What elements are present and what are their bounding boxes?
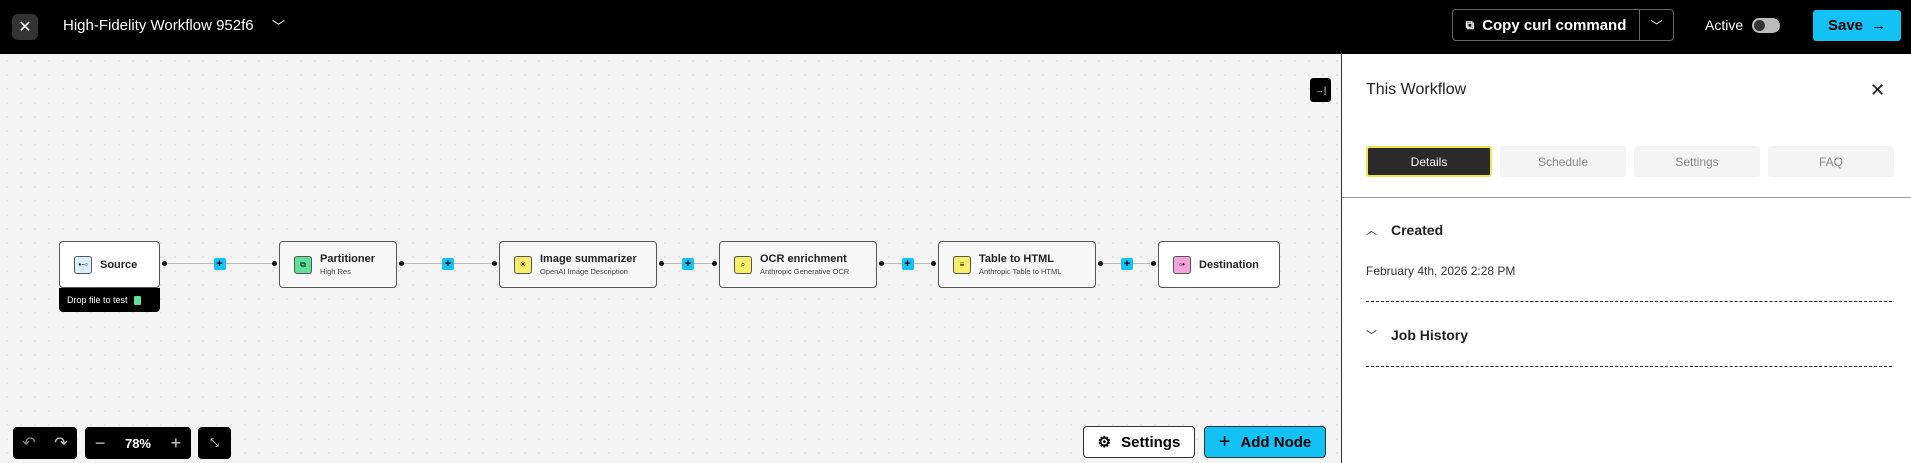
node-handle[interactable] <box>931 261 936 266</box>
table-icon: ≡ <box>953 255 971 274</box>
node-table-to-html[interactable]: ≡ Table to HTML Anthropic Table to HTML <box>938 241 1096 288</box>
tab-faq[interactable]: FAQ <box>1768 146 1894 177</box>
fit-view-button[interactable]: ⤡ <box>198 427 231 459</box>
node-title: Destination <box>1199 258 1259 271</box>
node-handle[interactable] <box>659 261 664 266</box>
copy-curl-group: ⧉ Copy curl command ﹀ <box>1452 9 1674 41</box>
panel-divider <box>1341 54 1342 463</box>
node-subtitle: OpenAI Image Description <box>540 267 628 276</box>
canvas-settings-button[interactable]: ⚙ Settings <box>1083 426 1195 458</box>
workflow-canvas[interactable] <box>0 54 1341 463</box>
insert-node-button[interactable]: + <box>901 258 914 270</box>
node-handle[interactable] <box>162 261 167 266</box>
section-created[interactable]: ︿ Created <box>1366 222 1443 238</box>
destination-icon: ▫• <box>1173 255 1191 274</box>
active-toggle[interactable] <box>1752 18 1780 33</box>
node-text: Table to HTML Anthropic Table to HTML <box>979 253 1061 276</box>
node-handle[interactable] <box>1151 261 1156 266</box>
node-handle[interactable] <box>1098 261 1103 266</box>
node-handle[interactable] <box>272 261 277 266</box>
arrow-right-icon: → <box>1871 17 1887 34</box>
chevron-down-icon[interactable]: ﹀ <box>272 19 286 34</box>
section-separator <box>1366 301 1892 302</box>
panel-title: This Workflow <box>1366 81 1467 98</box>
node-handle[interactable] <box>492 261 497 266</box>
zoom-controls: − 78% + <box>85 427 191 459</box>
node-title: Source <box>100 258 138 271</box>
insert-node-button[interactable]: + <box>442 258 454 270</box>
tab-schedule[interactable]: Schedule <box>1500 146 1626 177</box>
copy-curl-button[interactable]: ⧉ Copy curl command <box>1453 10 1640 40</box>
panel-divider-line <box>1342 197 1911 198</box>
section-job-history[interactable]: ﹀ Job History <box>1366 327 1468 343</box>
node-text: Source <box>100 259 137 271</box>
node-subtitle: High Res <box>320 267 351 276</box>
node-subtitle: Anthropic Generative OCR <box>760 267 850 276</box>
save-label: Save <box>1827 17 1864 34</box>
top-bar: ✕ High-Fidelity Workflow 952f6 ﹀ ⧉ Copy c… <box>0 0 1911 54</box>
insert-node-button[interactable]: + <box>213 258 226 270</box>
drop-file-zone[interactable]: Drop file to test <box>59 288 160 312</box>
node-title: Image summarizer <box>540 253 637 265</box>
node-title: OCR enrichment <box>760 253 847 265</box>
section-separator <box>1366 366 1892 367</box>
node-handle[interactable] <box>712 261 717 266</box>
save-button[interactable]: Save → <box>1813 10 1901 41</box>
source-icon: ⇠▫ <box>74 255 92 274</box>
add-node-label: Add Node <box>1240 433 1312 451</box>
details-panel <box>1342 54 1911 463</box>
node-title: Table to HTML <box>979 253 1054 265</box>
drop-file-label: Drop file to test <box>67 295 128 305</box>
redo-icon[interactable]: ↷ <box>54 435 68 452</box>
close-workflow-button[interactable]: ✕ <box>12 14 38 40</box>
insert-node-button[interactable]: + <box>682 258 694 270</box>
created-date: February 4th, 2026 2:28 PM <box>1366 264 1516 278</box>
node-destination[interactable]: ▫• Destination <box>1158 241 1280 288</box>
zoom-out-icon[interactable]: − <box>94 432 106 453</box>
gear-icon: ⚙ <box>1097 434 1112 451</box>
add-node-button[interactable]: + Add Node <box>1204 426 1326 458</box>
close-panel-icon[interactable]: ✕ <box>1870 80 1886 100</box>
settings-label: Settings <box>1121 433 1181 451</box>
workflow-title[interactable]: High-Fidelity Workflow 952f6 <box>63 17 254 34</box>
collapse-right-icon: →| <box>1314 85 1327 95</box>
chevron-down-icon: ﹀ <box>1650 18 1663 33</box>
zoom-in-icon[interactable]: + <box>170 432 182 453</box>
section-title: Created <box>1391 222 1444 238</box>
node-source[interactable]: ⇠▫ Source <box>59 241 160 288</box>
chevron-up-icon: ︿ <box>1366 225 1377 237</box>
tab-settings[interactable]: Settings <box>1634 146 1760 177</box>
node-handle[interactable] <box>879 261 884 266</box>
plus-icon: + <box>1218 430 1231 453</box>
partition-icon: ⧉ <box>294 255 312 274</box>
zoom-level: 78% <box>124 435 151 451</box>
minimize-icon: ⤡ <box>210 436 219 449</box>
node-handle[interactable] <box>399 261 404 266</box>
close-icon: ✕ <box>18 19 32 36</box>
active-label: Active <box>1705 17 1744 33</box>
collapse-panel-button[interactable]: →| <box>1310 78 1331 102</box>
section-title: Job History <box>1391 327 1469 343</box>
copy-icon: ⧉ <box>1465 17 1475 32</box>
insert-node-button[interactable]: + <box>1121 258 1133 270</box>
copy-curl-label: Copy curl command <box>1482 16 1627 34</box>
scan-icon: ⌕ <box>734 255 752 274</box>
history-controls: ↶ ↷ <box>13 427 77 459</box>
node-text: Destination <box>1199 259 1259 271</box>
chevron-down-icon: ﹀ <box>1366 330 1377 342</box>
file-icon <box>133 295 141 305</box>
tab-details[interactable]: Details <box>1366 146 1492 177</box>
undo-icon[interactable]: ↶ <box>22 435 36 452</box>
node-title: Partitioner <box>320 253 376 265</box>
copy-curl-dropdown[interactable]: ﹀ <box>1640 10 1673 40</box>
sparkle-icon: ✳ <box>514 255 532 274</box>
node-subtitle: Anthropic Table to HTML <box>979 267 1062 276</box>
